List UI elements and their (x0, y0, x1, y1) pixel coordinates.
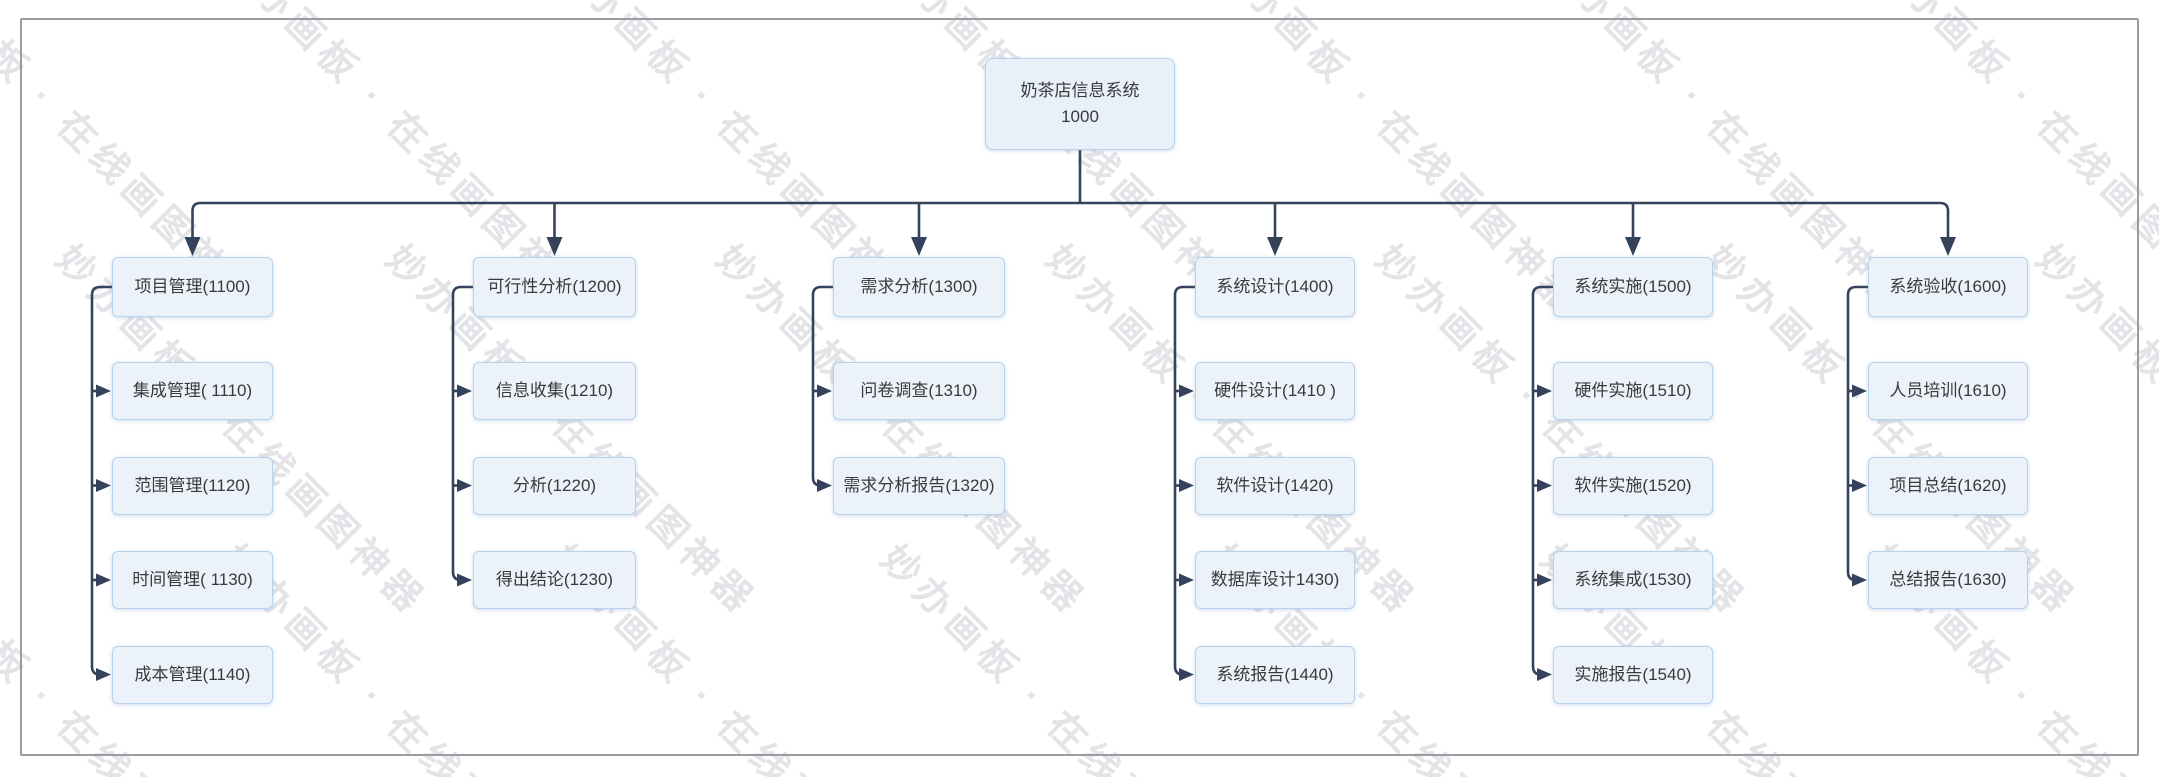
branch-node-label: 系统验收(1600) (1889, 277, 2007, 296)
child-node[interactable]: 硬件设计(1410 ) (1195, 362, 1355, 420)
child-node-label: 硬件设计(1410 ) (1214, 381, 1336, 400)
child-node[interactable]: 系统集成(1530) (1553, 551, 1713, 609)
child-node-label: 问卷调查(1310) (860, 381, 978, 400)
child-node[interactable]: 系统报告(1440) (1195, 645, 1355, 704)
child-node[interactable]: 软件实施(1520) (1553, 456, 1713, 515)
child-node[interactable]: 软件设计(1420) (1195, 456, 1355, 515)
branch-node[interactable]: 系统设计(1400) (1195, 257, 1355, 317)
branch-node[interactable]: 需求分析(1300) (833, 257, 1005, 317)
child-node-label: 人员培训(1610) (1889, 381, 2007, 400)
root-node-title: 奶茶店信息系统 (1020, 81, 1140, 100)
child-node[interactable]: 数据库设计1430) (1195, 551, 1355, 609)
branch-node-label: 系统实施(1500) (1574, 277, 1692, 296)
child-node-label: 时间管理( 1130) (132, 570, 253, 589)
child-node-label: 集成管理( 1110) (132, 381, 253, 400)
root-node[interactable]: 奶茶店信息系统 1000 (985, 58, 1175, 150)
child-node[interactable]: 需求分析报告(1320) (833, 456, 1005, 515)
branch-node[interactable]: 系统验收(1600) (1868, 257, 2028, 317)
child-node-label: 数据库设计1430) (1210, 570, 1340, 589)
branch-node[interactable]: 可行性分析(1200) (473, 257, 636, 317)
child-node-label: 软件实施(1520) (1574, 475, 1692, 495)
child-node-label: 总结报告(1630) (1889, 570, 2007, 589)
branch-node-label: 项目管理(1100) (134, 277, 251, 296)
child-node-label: 成本管理(1140) (134, 664, 251, 684)
child-node[interactable]: 项目总结(1620) (1868, 456, 2028, 515)
child-node[interactable]: 时间管理( 1130) (112, 551, 273, 609)
branch-node[interactable]: 项目管理(1100) (112, 257, 273, 317)
child-node-label: 分析(1220) (512, 475, 597, 495)
child-node[interactable]: 得出结论(1230) (473, 551, 636, 609)
child-node[interactable]: 实施报告(1540) (1553, 645, 1713, 704)
child-node[interactable]: 集成管理( 1110) (112, 362, 273, 420)
child-node-label: 系统集成(1530) (1574, 570, 1692, 589)
child-node[interactable]: 分析(1220) (473, 456, 636, 515)
child-node-label: 实施报告(1540) (1574, 664, 1692, 684)
child-node[interactable]: 问卷调查(1310) (833, 362, 1005, 420)
child-node-label: 硬件实施(1510) (1574, 381, 1692, 400)
child-node[interactable]: 成本管理(1140) (112, 645, 273, 704)
branch-node[interactable]: 系统实施(1500) (1553, 257, 1713, 317)
branch-node-label: 可行性分析(1200) (487, 277, 622, 296)
child-node-label: 系统报告(1440) (1216, 664, 1334, 684)
child-node[interactable]: 信息收集(1210) (473, 362, 636, 420)
child-node-label: 需求分析报告(1320) (843, 475, 995, 495)
branch-node-label: 需求分析(1300) (860, 277, 978, 296)
child-node-label: 软件设计(1420) (1216, 475, 1334, 495)
child-node-label: 得出结论(1230) (495, 570, 614, 589)
child-node-label: 信息收集(1210) (495, 381, 614, 400)
canvas-border (20, 18, 2139, 756)
child-node[interactable]: 人员培训(1610) (1868, 362, 2028, 420)
branch-node-label: 系统设计(1400) (1216, 277, 1334, 296)
child-node-label: 范围管理(1120) (134, 475, 251, 495)
child-node[interactable]: 总结报告(1630) (1868, 551, 2028, 609)
root-node-code: 1000 (1061, 107, 1099, 126)
child-node-label: 项目总结(1620) (1889, 475, 2007, 495)
child-node[interactable]: 硬件实施(1510) (1553, 362, 1713, 420)
child-node[interactable]: 范围管理(1120) (112, 456, 273, 515)
